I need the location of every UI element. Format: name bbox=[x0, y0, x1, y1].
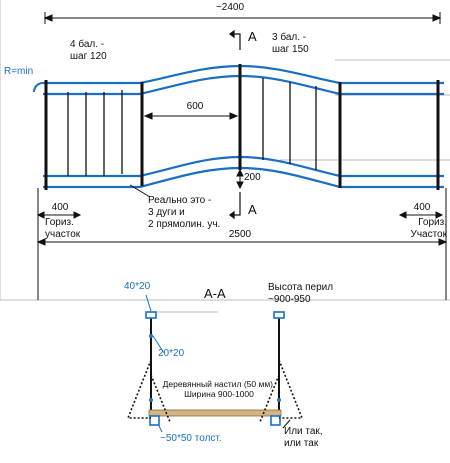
section-mark-bottom bbox=[229, 192, 241, 220]
left-step-label: 4 бал. - шаг 120 bbox=[70, 39, 107, 62]
section-joints bbox=[149, 334, 281, 402]
overall-top-dim: ~2400 bbox=[215, 2, 245, 13]
dim-overall-bottom bbox=[36, 188, 448, 300]
right-end-note: Гориз. Участок bbox=[410, 217, 447, 240]
overall-bottom-dim: 2500 bbox=[228, 229, 252, 240]
right-end-dim: 400 bbox=[413, 202, 431, 213]
left-end-note: Гориз. участок bbox=[45, 217, 81, 240]
right-step-label: 3 бал. - шаг 150 bbox=[272, 32, 309, 55]
dim-middle bbox=[143, 112, 239, 120]
dim-overall-top bbox=[43, 12, 442, 24]
section-mark-top bbox=[229, 29, 241, 50]
deck-note: Деревянный настил (50 мм). Ширина 900-10… bbox=[162, 379, 276, 399]
dim-left-end bbox=[36, 211, 82, 219]
section-caps bbox=[145, 311, 285, 319]
dim-offset bbox=[236, 168, 244, 190]
section-alternatives bbox=[126, 359, 304, 423]
posts bbox=[44, 64, 440, 190]
post-size: 20*20 bbox=[158, 348, 185, 359]
rail-upper bbox=[43, 64, 444, 96]
reality-note: Реально это - 3 дуги и 2 прямолин. уч. bbox=[148, 195, 221, 230]
section-mark-top-label: A bbox=[248, 29, 257, 44]
top-post-size: 40*20 bbox=[124, 281, 151, 292]
section-beams bbox=[149, 415, 281, 426]
bend-arc bbox=[33, 82, 44, 93]
dim-right-end bbox=[398, 211, 444, 219]
middle-span-dim: 600 bbox=[186, 101, 204, 112]
alternative-note: Или так, или так bbox=[284, 426, 323, 449]
deck-board bbox=[148, 409, 282, 417]
alt-leader bbox=[282, 419, 291, 429]
offset-dim: 200 bbox=[244, 172, 261, 183]
section-posts bbox=[150, 317, 280, 413]
note-leader bbox=[129, 184, 151, 198]
section-title: А-А bbox=[204, 286, 226, 301]
section-mark-bottom-label: A bbox=[248, 202, 257, 217]
balusters bbox=[67, 78, 317, 176]
beam-size: ~50*50 толст. bbox=[160, 433, 222, 444]
bend-radius-label: R=min bbox=[4, 66, 34, 77]
rail-height-note: Высота перил ~900-950 bbox=[268, 282, 334, 305]
left-end-dim: 400 bbox=[51, 202, 69, 213]
